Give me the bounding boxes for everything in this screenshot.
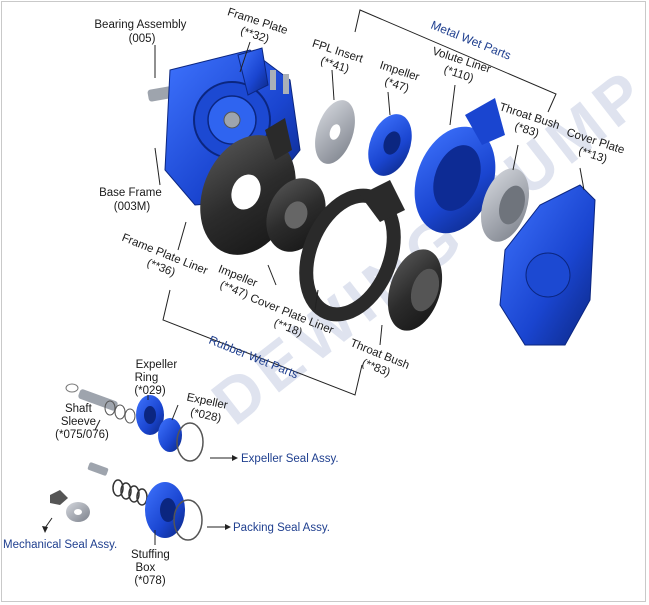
stuffing-box-part — [145, 482, 203, 541]
shaft-sleeve-part — [65, 383, 136, 424]
expeller-part — [158, 418, 204, 462]
impeller-metal-label: Impeller (*47) — [374, 60, 424, 98]
rubber-wet-parts-bracket — [162, 289, 363, 396]
expeller-seal-assy-label: Expeller Seal Assy. — [241, 453, 339, 465]
cover-plate-liner-part — [299, 180, 405, 322]
stuffing-box-label: Stuffing Box (*078) — [131, 549, 173, 587]
throat-bush-rubber-label: Throat Bush (**83) — [343, 337, 414, 386]
fpl-insert-part — [315, 100, 355, 164]
cover-plate-part — [499, 184, 596, 346]
metal-impeller-part — [368, 114, 412, 176]
mechanical-seal-part — [50, 490, 90, 522]
metal-throat-bush-part — [481, 168, 529, 242]
expeller-ring-part — [136, 395, 164, 435]
fpl-insert-label: FPL Insert (**41) — [306, 38, 367, 80]
bearing-assembly-label: Bearing Assembly (005) — [94, 19, 189, 45]
packing-seal-assy-label: Packing Seal Assy. — [233, 522, 330, 534]
frame-plate-label: Frame Plate (**32) — [221, 6, 292, 51]
frame-plate-liner-label: Frame Plate Liner (**36) — [115, 232, 212, 292]
mechanical-seal-assy-label: Mechanical Seal Assy. — [3, 539, 117, 551]
leader-lines — [44, 41, 585, 545]
base-frame-label: Base Frame (003M) — [99, 187, 165, 213]
rubber-throat-bush-part — [387, 249, 443, 331]
metal-wet-parts-bracket — [354, 9, 557, 113]
arrowheads — [42, 455, 238, 533]
packing-rings-part — [87, 462, 148, 506]
shaft-sleeve-label: Shaft Sleeve (*075/076) — [55, 403, 109, 441]
expeller-ring-label: Expeller Ring (*029) — [134, 359, 180, 397]
volute-liner-part — [414, 98, 505, 234]
